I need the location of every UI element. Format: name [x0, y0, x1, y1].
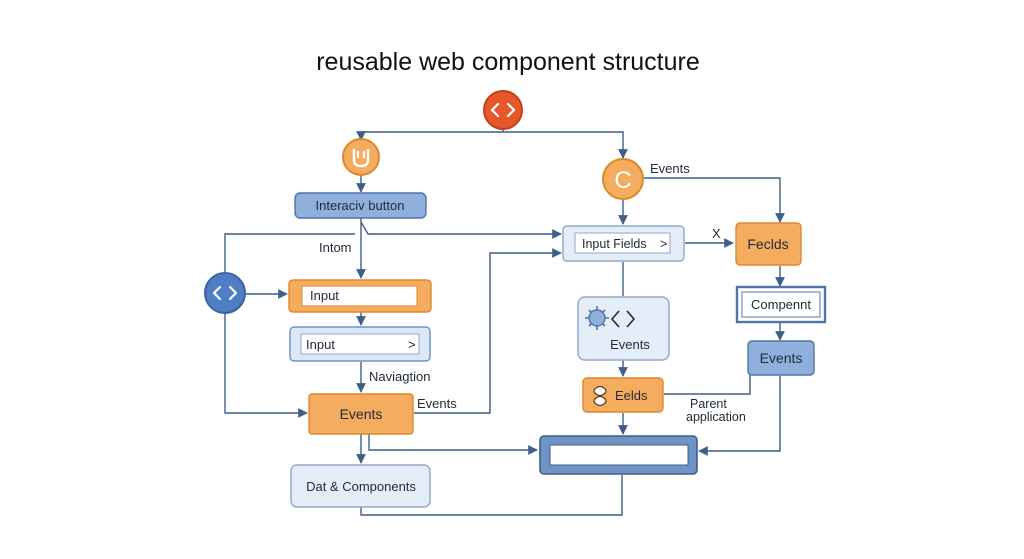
interactive-button-node: Interaciv button	[294, 192, 427, 219]
top-code-icon	[483, 90, 523, 130]
input-blue-node: Input >	[289, 326, 431, 362]
input-blue-label: Input	[306, 337, 335, 352]
input-fields-node: Input Fields >	[562, 225, 685, 262]
input-orange-node: Input	[288, 279, 432, 313]
puzzle-icon	[593, 385, 607, 407]
parent-label-line1: Parent	[690, 397, 727, 411]
events-right-label: Events	[760, 350, 803, 366]
x-label: X	[712, 226, 721, 241]
input-fields-chevron: >	[660, 237, 667, 251]
component-label: Compennt	[751, 297, 811, 312]
parent-label-line2: application	[686, 410, 746, 424]
c-letter-icon: C	[602, 158, 644, 200]
events-right-node: Events	[747, 340, 815, 376]
events-left-out-label: Events	[417, 396, 457, 411]
events-center-label: Events	[610, 337, 650, 352]
events-left-node: Events	[308, 393, 414, 435]
input-blue-chevron: >	[408, 337, 416, 352]
intom-label: Intom	[319, 240, 352, 255]
events-center-node: Events	[577, 296, 670, 361]
gear-icon	[585, 306, 609, 330]
input-fields-label: Input Fields	[582, 237, 647, 251]
events-top-label: Events	[650, 161, 690, 176]
component-node: Compennt	[735, 285, 827, 324]
left-code-icon	[204, 272, 246, 314]
fields-right-label: Feclds	[747, 236, 788, 252]
input-orange-label: Input	[310, 288, 339, 303]
data-components-label: Dat & Components	[306, 479, 416, 494]
center-code-icon	[611, 310, 635, 328]
data-components-node: Dat & Components	[290, 464, 431, 508]
events-left-label: Events	[340, 406, 383, 422]
connectors	[224, 128, 785, 516]
interactive-button-label: Interaciv button	[316, 198, 405, 213]
diagram-title: reusable web component structure	[316, 48, 700, 76]
c-letter: C	[614, 167, 631, 194]
parent-application-box	[539, 435, 698, 475]
fields-center-label: Eelds	[615, 388, 648, 403]
naviagtion-label: Naviagtion	[369, 369, 430, 384]
fields-right-node: Feclds	[735, 222, 802, 266]
plug-icon	[342, 138, 380, 176]
fields-center-node: Eelds	[582, 377, 664, 413]
